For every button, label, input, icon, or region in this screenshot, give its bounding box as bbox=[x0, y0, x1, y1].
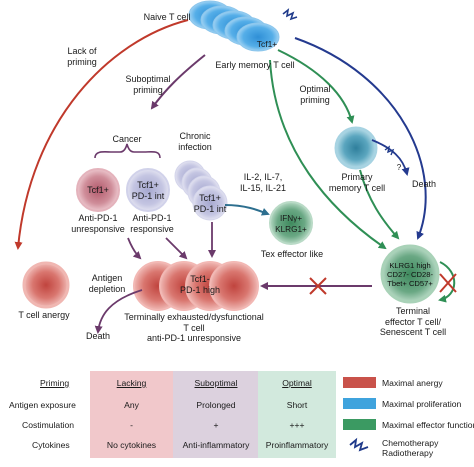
tex-effector-label: Tex effector like bbox=[260, 249, 324, 259]
early-memory-to-terminal-arrow bbox=[269, 59, 387, 250]
cell-optimal-costim: +++ bbox=[289, 420, 305, 430]
naive-label: Naive T cell bbox=[143, 12, 191, 22]
anergy-label: T cell anergy bbox=[18, 310, 70, 320]
legend-swatch-proliferation bbox=[343, 398, 376, 409]
row-header-antigen: Antigen exposure bbox=[9, 400, 76, 410]
col-header-suboptimal: Suboptimal bbox=[194, 378, 238, 388]
cell-optimal-cytokines: Proinflammatory bbox=[265, 440, 329, 450]
legend-proliferation: Maximal proliferation bbox=[382, 399, 462, 409]
death-left-label: Death bbox=[85, 331, 111, 341]
chronic-cell-label: Tcf1+PD-1 int bbox=[193, 193, 227, 214]
cancer-cell-responsive: Tcf1+PD-1 int bbox=[131, 180, 165, 201]
il-cytokines-label: IL-2, IL-7,IL-15, IL-21 bbox=[239, 172, 287, 193]
row-header-costim: Costimulation bbox=[22, 420, 75, 430]
terminal-self-arrow bbox=[438, 261, 456, 303]
suboptimal-priming-arrow bbox=[150, 54, 206, 110]
legend-swatch-effector bbox=[343, 419, 376, 430]
death-right-label: Death bbox=[411, 179, 437, 189]
responsive-to-exhausted-arrow bbox=[165, 237, 188, 260]
exhausted-cell-label: Tcf1-PD-1 high bbox=[179, 274, 221, 295]
cell-suboptimal-antigen: Prolonged bbox=[196, 400, 236, 410]
exhausted-cell-cluster bbox=[133, 261, 259, 311]
cell-lacking-antigen: Any bbox=[124, 400, 139, 410]
tcf1-plus-label: Tcf1+ bbox=[256, 39, 278, 49]
cell-lacking-costim: - bbox=[130, 420, 133, 430]
cancer-label: Cancer bbox=[112, 134, 142, 144]
cytokine-arrow bbox=[224, 204, 270, 216]
question-mark: ? bbox=[396, 163, 402, 172]
legend-anergy: Maximal anergy bbox=[382, 378, 443, 388]
cell-suboptimal-cytokines: Anti-inflammatory bbox=[182, 440, 250, 450]
naive-to-terminal-arrow bbox=[294, 37, 427, 240]
cell-lacking-cytokines: No cytokines bbox=[106, 440, 157, 450]
cancer-cell-unresponsive: Tcf1+ bbox=[87, 185, 109, 195]
memory-to-terminal-arrow bbox=[359, 169, 400, 240]
cell-optimal-antigen: Short bbox=[286, 400, 308, 410]
row-header-priming: Priming bbox=[40, 378, 70, 388]
lack-of-priming-arrow bbox=[14, 19, 189, 250]
row-header-cytokines: Cytokines bbox=[32, 440, 70, 450]
memory-to-death-arrow bbox=[371, 139, 410, 176]
effector-cell-label: IFNγ+KLRG1+ bbox=[275, 214, 307, 234]
legend-effector: Maximal effector function bbox=[382, 420, 474, 430]
early-memory-label: Early memory T cell bbox=[215, 60, 295, 70]
optimal-priming-arrow bbox=[277, 49, 355, 124]
lightning-icon bbox=[282, 8, 298, 21]
col-header-lacking: Lacking bbox=[116, 378, 147, 388]
cell-suboptimal-costim: + bbox=[213, 420, 219, 430]
legend-swatch-anergy bbox=[343, 377, 376, 388]
naive-cell-cluster bbox=[188, 0, 280, 52]
unresponsive-to-exhausted-arrow bbox=[127, 237, 142, 260]
cancer-bracket bbox=[94, 143, 161, 159]
antigen-depletion-arrow bbox=[94, 289, 143, 334]
col-header-optimal: Optimal bbox=[282, 378, 312, 388]
chronic-cell-cluster bbox=[174, 160, 228, 221]
